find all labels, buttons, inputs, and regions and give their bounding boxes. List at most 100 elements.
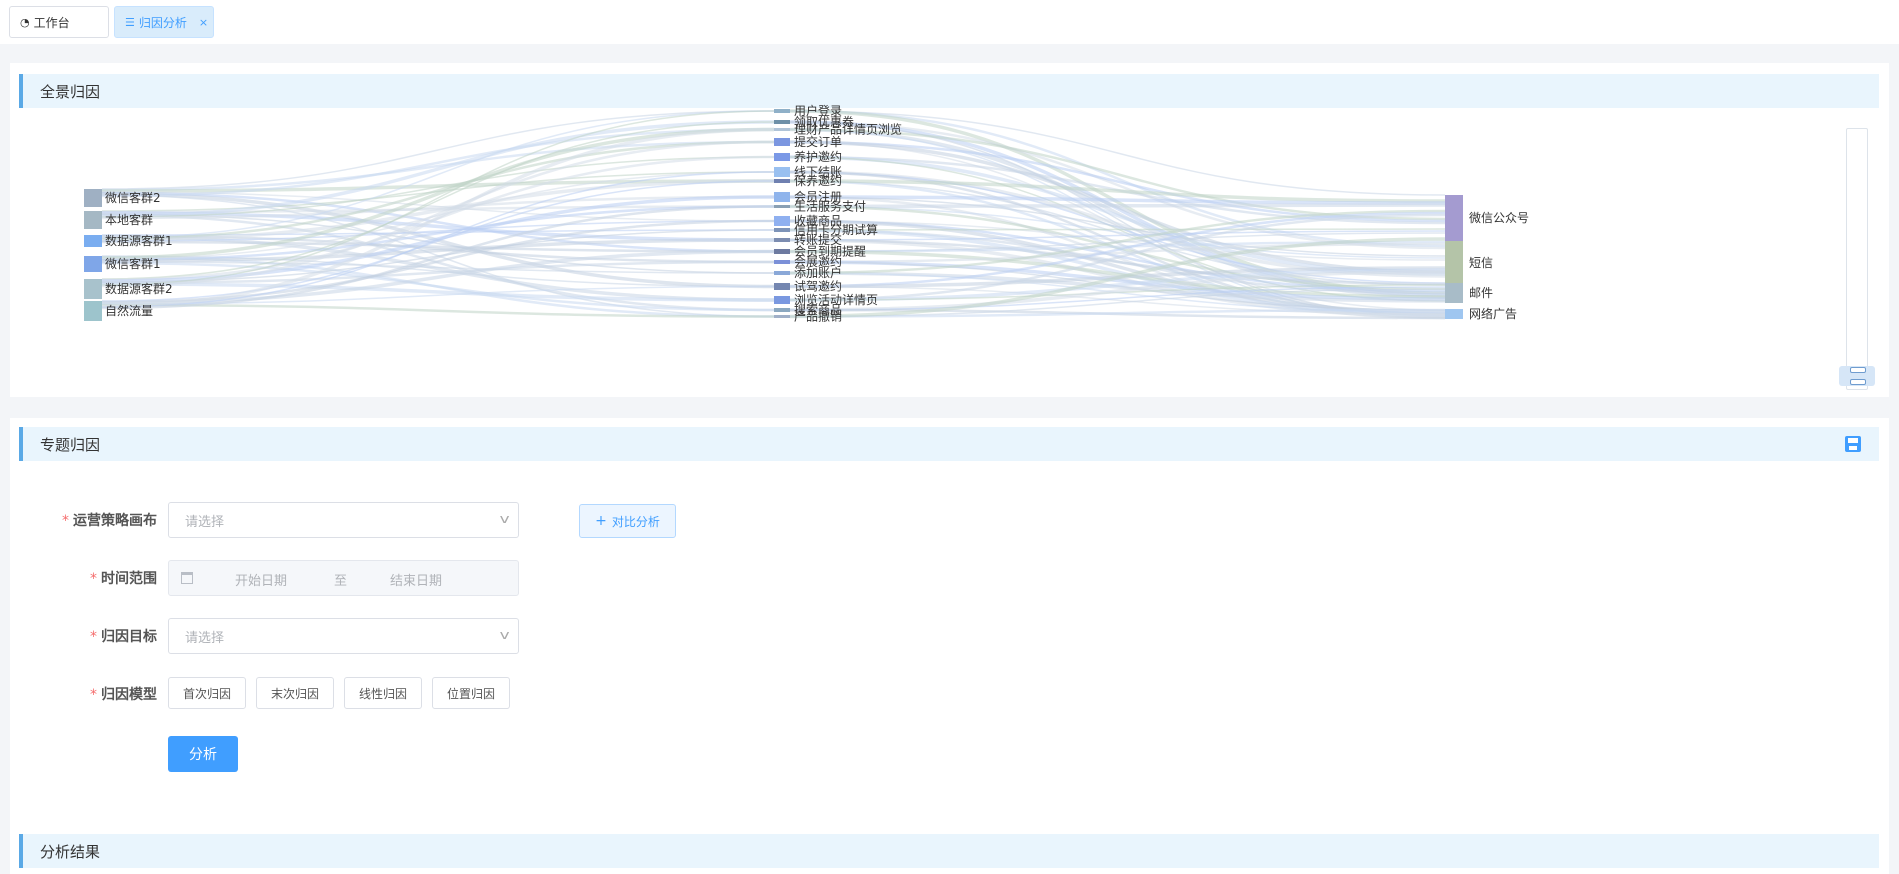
- start-date-input[interactable]: 开始日期: [235, 574, 288, 589]
- sankey-source-node[interactable]: [84, 301, 102, 321]
- sankey-link: [101, 110, 775, 239]
- sankey-event-label: 生活服务支付: [794, 199, 866, 214]
- sankey-link: [101, 140, 775, 192]
- sankey-source-node[interactable]: [84, 235, 102, 247]
- sankey-link: [789, 220, 1446, 261]
- model-last-touch-button[interactable]: 末次归因: [256, 677, 334, 709]
- sankey-event-node[interactable]: [774, 238, 790, 242]
- sankey-event-node[interactable]: [774, 249, 790, 254]
- tab-bar: ◔ 工作台 ☰ 归因分析 ×: [0, 0, 1899, 44]
- sankey-source-label: 微信客群1: [105, 256, 161, 271]
- sankey-event-label: 领取优惠券: [794, 114, 854, 129]
- sankey-link: [789, 109, 1446, 248]
- sankey-link: [789, 238, 1446, 286]
- model-first-touch-button[interactable]: 首次归因: [168, 677, 246, 709]
- sankey-link: [789, 110, 1446, 196]
- sankey-event-node[interactable]: [774, 315, 790, 318]
- topic-panel: 专题归因 *运营策略画布 请选择 v + 对比分析 *时间范围 开始日期 至 结…: [10, 418, 1889, 874]
- sankey-link: [101, 261, 775, 312]
- sankey-target-node[interactable]: [1445, 195, 1463, 241]
- sankey-link: [789, 268, 1446, 302]
- sankey-diagram: 微信客群2本地客群数据源客群1微信客群1数据源客群2自然流量用户登录领取优惠券理…: [84, 103, 1529, 324]
- sankey-event-node[interactable]: [774, 153, 790, 161]
- strategy-select[interactable]: 请选择 v: [168, 502, 519, 538]
- sankey-link: [101, 238, 775, 263]
- model-linear-button[interactable]: 线性归因: [344, 677, 422, 709]
- close-icon[interactable]: ×: [198, 15, 209, 29]
- compare-analysis-button[interactable]: + 对比分析: [579, 504, 676, 538]
- sankey-target-node[interactable]: [1445, 309, 1463, 319]
- sankey-event-node[interactable]: [774, 120, 790, 124]
- sankey-source-node[interactable]: [84, 279, 102, 299]
- sankey-source-node[interactable]: [84, 211, 102, 229]
- sankey-link: [101, 179, 775, 193]
- sankey-link: [789, 203, 1446, 209]
- zoom-scrollbar-track[interactable]: [1846, 128, 1868, 390]
- sankey-link: [101, 211, 775, 242]
- sankey-link: [789, 228, 1446, 231]
- sankey-event-node[interactable]: [774, 271, 790, 275]
- sankey-event-node[interactable]: [774, 138, 790, 146]
- sankey-target-label: 微信公众号: [1469, 211, 1529, 225]
- sankey-event-node[interactable]: [774, 192, 790, 202]
- sankey-link: [101, 179, 775, 242]
- chevron-down-icon: v: [499, 512, 510, 526]
- range-separator: 至: [334, 574, 348, 589]
- sankey-link: [101, 240, 775, 253]
- analyze-button[interactable]: 分析: [168, 736, 238, 772]
- zoom-scrollbar-handle[interactable]: [1839, 366, 1875, 386]
- tab-attribution[interactable]: ☰ 归因分析 ×: [114, 6, 214, 38]
- sankey-link: [101, 205, 775, 262]
- sankey-event-node[interactable]: [774, 205, 790, 208]
- sankey-target-label: 邮件: [1469, 286, 1493, 300]
- sankey-target-label: 网络广告: [1469, 306, 1517, 321]
- sankey-link: [101, 303, 775, 318]
- sankey-event-node[interactable]: [774, 109, 790, 113]
- sankey-link: [789, 120, 1446, 250]
- dashboard-icon: ◔: [20, 15, 30, 29]
- sankey-event-label: 收藏商品: [794, 213, 842, 228]
- date-range-picker[interactable]: 开始日期 至 结束日期: [168, 560, 519, 596]
- sankey-event-label: 搜索商品: [794, 302, 842, 317]
- sankey-link: [789, 242, 1446, 264]
- goal-select[interactable]: 请选择 v: [168, 618, 519, 654]
- sankey-event-label: 提交订单: [794, 134, 842, 149]
- save-icon[interactable]: [1845, 436, 1861, 452]
- model-label: *归因模型: [90, 687, 157, 703]
- sankey-event-label: 养护邀约: [794, 149, 842, 164]
- sankey-target-node[interactable]: [1445, 241, 1463, 285]
- chevron-down-icon: v: [499, 628, 510, 642]
- section-title-topic: 专题归因: [19, 427, 1879, 461]
- sankey-link: [789, 249, 1446, 299]
- sankey-event-node[interactable]: [774, 167, 790, 177]
- sankey-event-node[interactable]: [774, 308, 790, 312]
- sankey-event-node[interactable]: [774, 228, 790, 232]
- sankey-source-label: 微信客群2: [105, 190, 161, 205]
- sankey-link: [101, 120, 775, 218]
- sankey-link: [789, 171, 1446, 284]
- sankey-event-label: 会员到期提醒: [794, 244, 866, 259]
- sankey-source-node[interactable]: [84, 189, 102, 207]
- sankey-link: [101, 191, 775, 253]
- tab-label: 工作台: [33, 15, 70, 30]
- sankey-event-node[interactable]: [774, 260, 790, 264]
- sankey-link: [101, 121, 775, 280]
- sankey-link: [789, 209, 1446, 275]
- sankey-link: [101, 220, 775, 242]
- sankey-source-node[interactable]: [84, 256, 102, 272]
- sankey-link: [789, 286, 1446, 311]
- model-position-button[interactable]: 位置归因: [432, 677, 510, 709]
- sankey-event-node[interactable]: [774, 179, 790, 183]
- tab-workbench[interactable]: ◔ 工作台: [9, 6, 109, 38]
- sankey-link: [789, 211, 1446, 288]
- sankey-link: [789, 196, 1446, 257]
- end-date-input[interactable]: 结束日期: [390, 574, 443, 589]
- sankey-event-node[interactable]: [774, 296, 790, 304]
- tree-list-icon: ☰: [125, 15, 135, 29]
- sankey-event-node[interactable]: [774, 283, 790, 290]
- sankey-link: [101, 128, 775, 198]
- sankey-target-node[interactable]: [1445, 283, 1463, 303]
- sankey-event-node[interactable]: [774, 128, 790, 131]
- sankey-event-node[interactable]: [774, 216, 790, 226]
- sankey-link: [101, 180, 775, 302]
